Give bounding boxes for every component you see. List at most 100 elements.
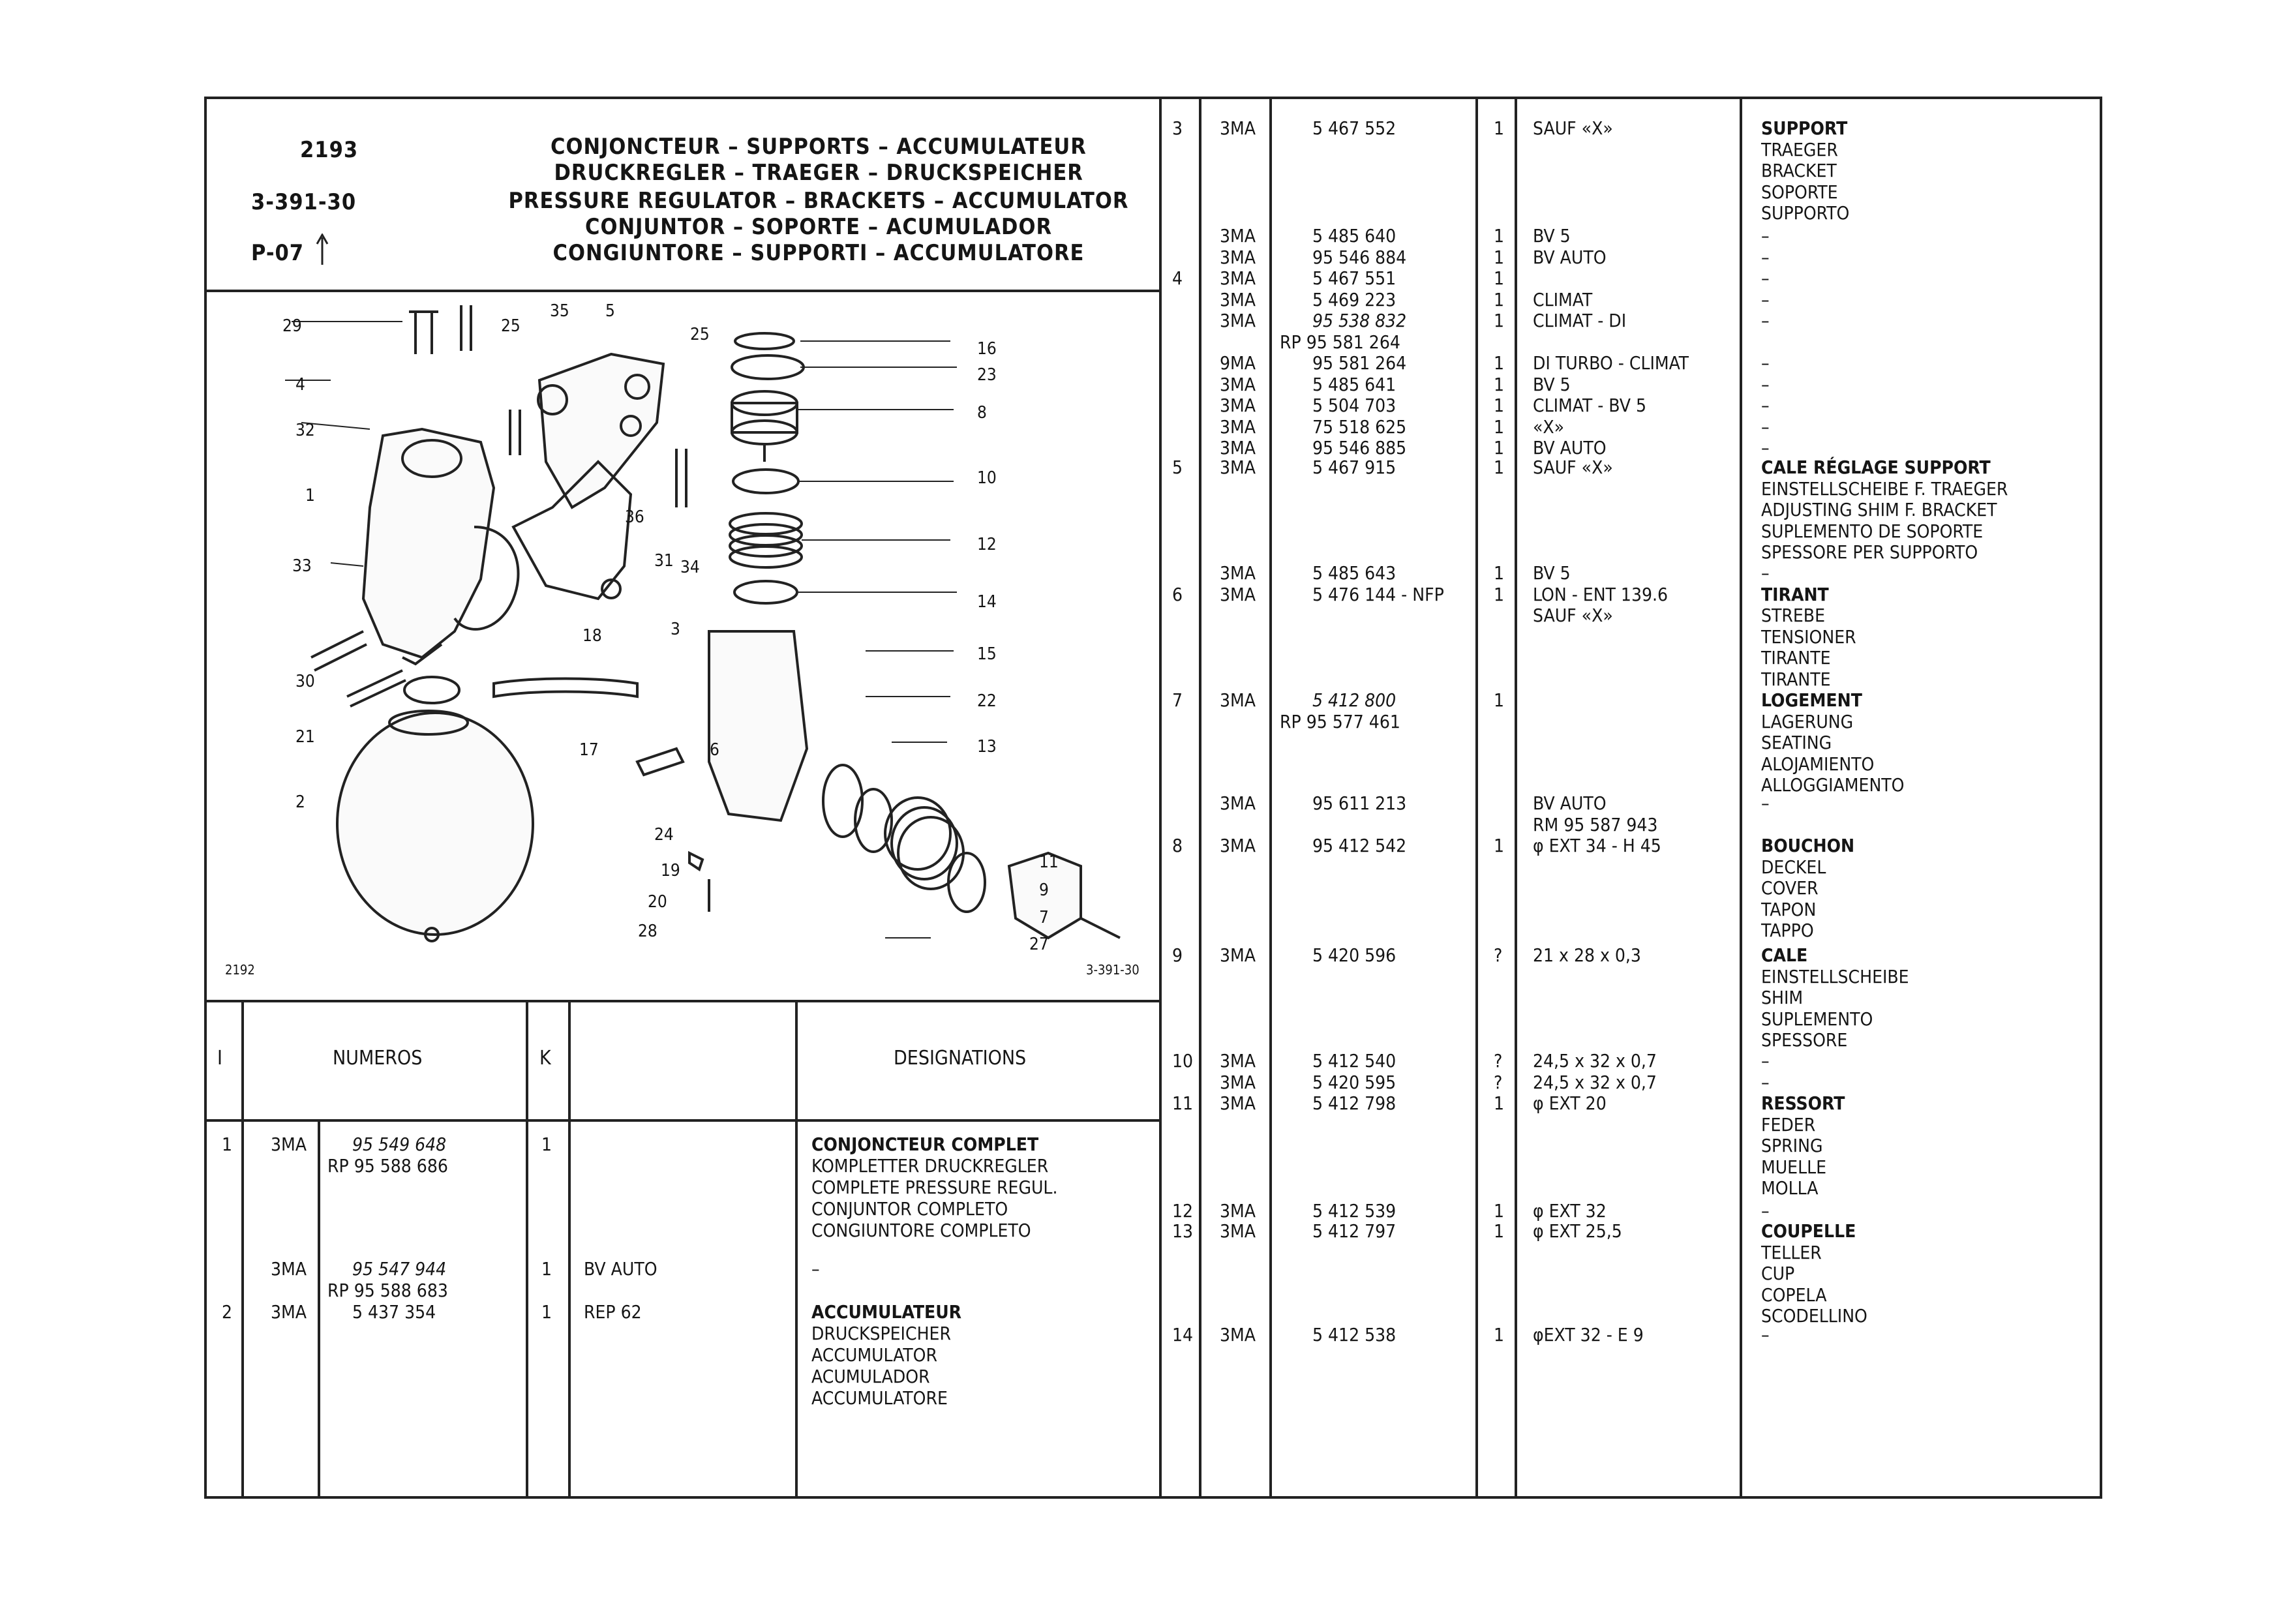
figure-reference: 3-391-30 bbox=[1086, 962, 1140, 978]
row-quantity: 1 bbox=[1494, 246, 1505, 268]
row-part-number: 5 469 223 bbox=[1312, 288, 1397, 310]
row-model: 3MA bbox=[1220, 373, 1256, 395]
row-note: CLIMAT - BV 5 bbox=[1533, 395, 1646, 416]
row-designation: CONJONCTEUR COMPLET bbox=[811, 1134, 1039, 1155]
row-designation: CONGIUNTORE COMPLETO bbox=[811, 1220, 1031, 1241]
row-designation: BRACKET bbox=[1761, 160, 1837, 181]
row-note: BV 5 bbox=[1533, 225, 1571, 247]
row-designation: COUPELLE bbox=[1761, 1220, 1856, 1242]
row-part-number: 95 581 264 bbox=[1312, 352, 1407, 374]
row-part-number: 95 546 884 bbox=[1312, 246, 1407, 268]
row-index: 11 bbox=[1172, 1092, 1194, 1114]
row-note: φ EXT 25,5 bbox=[1533, 1220, 1622, 1242]
row-designation: SPESSORE bbox=[1761, 1029, 1848, 1051]
row-model: 3MA bbox=[1220, 225, 1256, 247]
left-col-line bbox=[568, 1000, 571, 1499]
row-model: 3MA bbox=[1220, 1200, 1256, 1222]
row-designation: TENSIONER bbox=[1761, 625, 1856, 648]
row-part-number: RP 95 581 264 bbox=[1280, 331, 1400, 353]
row-designation: SEATING bbox=[1761, 732, 1832, 753]
callout-label: 9 bbox=[1039, 880, 1049, 900]
row-model: 3MA bbox=[1220, 1092, 1256, 1114]
callout-label: 1 bbox=[305, 486, 315, 505]
row-part-number: 95 611 213 bbox=[1312, 792, 1407, 814]
row-designation: ACCUMULATEUR bbox=[811, 1301, 962, 1323]
callout-label: 3 bbox=[671, 620, 680, 639]
row-model: 3MA bbox=[1220, 1220, 1256, 1242]
row-quantity: 1 bbox=[1494, 267, 1505, 289]
row-note: BV 5 bbox=[1533, 373, 1571, 395]
row-index: 14 bbox=[1172, 1324, 1194, 1345]
row-designation: – bbox=[1761, 437, 1770, 458]
row-note: 24,5 x 32 x 0,7 bbox=[1533, 1071, 1657, 1093]
row-quantity: 1 bbox=[1494, 437, 1505, 458]
row-note: LON - ENT 139.6 bbox=[1533, 583, 1669, 605]
row-part-number: 5 412 800 bbox=[1312, 689, 1397, 711]
row-part-number: 5 467 915 bbox=[1312, 457, 1397, 478]
left-col-line bbox=[795, 1000, 798, 1499]
row-quantity: 1 bbox=[1494, 352, 1505, 374]
row-part-number: 5 467 552 bbox=[1312, 117, 1397, 139]
row-part-number: 5 412 539 bbox=[1312, 1200, 1397, 1222]
callout-label: 10 bbox=[977, 468, 997, 488]
row-designation: – bbox=[811, 1258, 820, 1280]
row-note: SAUF «X» bbox=[1533, 457, 1613, 478]
row-index: 7 bbox=[1172, 689, 1183, 711]
row-designation: – bbox=[1761, 246, 1770, 268]
row-index: 2 bbox=[222, 1301, 233, 1323]
row-index: 12 bbox=[1172, 1200, 1194, 1222]
row-designation: ACCUMULATOR bbox=[811, 1344, 937, 1366]
page-frame bbox=[204, 97, 2102, 1499]
row-quantity: 1 bbox=[1494, 310, 1505, 331]
row-designation: STREBE bbox=[1761, 605, 1825, 626]
row-model: 3MA bbox=[1220, 583, 1256, 605]
row-designation: SUPLEMENTO bbox=[1761, 1008, 1873, 1030]
row-quantity: 1 bbox=[1494, 1092, 1505, 1114]
row-index: 8 bbox=[1172, 835, 1183, 856]
row-note: φ EXT 34 - H 45 bbox=[1533, 835, 1661, 856]
title-line: DRUCKREGLER – TRAEGER – DRUCKSPEICHER bbox=[554, 160, 1083, 186]
row-index: 3 bbox=[1172, 117, 1183, 139]
catalog-code: 2193 bbox=[300, 137, 359, 163]
row-designation: SPESSORE PER SUPPORTO bbox=[1761, 541, 1978, 563]
row-designation: ACCUMULATORE bbox=[811, 1387, 948, 1409]
table-header-divider bbox=[204, 1119, 1160, 1122]
row-index: 1 bbox=[222, 1134, 233, 1155]
row-part-number: RP 95 588 686 bbox=[327, 1155, 448, 1177]
row-designation: CONJUNTOR COMPLETO bbox=[811, 1198, 1008, 1220]
row-designation: SPRING bbox=[1761, 1135, 1823, 1156]
row-designation: LOGEMENT bbox=[1761, 689, 1862, 711]
row-model: 3MA bbox=[1220, 457, 1256, 478]
callout-label: 16 bbox=[977, 339, 997, 359]
row-designation: ACUMULADOR bbox=[811, 1366, 930, 1388]
callout-label: 11 bbox=[1039, 852, 1059, 872]
callout-label: 21 bbox=[295, 727, 315, 747]
row-part-number: 5 420 595 bbox=[1312, 1071, 1397, 1093]
right-col-line bbox=[1199, 97, 1201, 1499]
row-model: 3MA bbox=[1220, 288, 1256, 310]
row-model: 3MA bbox=[1220, 835, 1256, 856]
row-designation: – bbox=[1761, 1050, 1770, 1072]
figure-number: 2192 bbox=[225, 962, 255, 978]
row-designation: SUPPORT bbox=[1761, 117, 1848, 139]
row-part-number: 5 485 640 bbox=[1312, 225, 1397, 247]
right-col-line bbox=[1740, 97, 1742, 1499]
row-designation: – bbox=[1761, 415, 1770, 438]
callout-label: 22 bbox=[977, 691, 997, 711]
diagram-divider bbox=[204, 1000, 1160, 1002]
row-part-number: 5 412 797 bbox=[1312, 1220, 1397, 1242]
row-note: BV 5 bbox=[1533, 562, 1571, 584]
row-part-number: 5 412 540 bbox=[1312, 1050, 1397, 1072]
row-model: 9MA bbox=[1220, 352, 1256, 374]
callout-label: 32 bbox=[295, 421, 315, 440]
row-model: 3MA bbox=[1220, 310, 1256, 331]
row-quantity: 1 bbox=[1494, 395, 1505, 416]
callout-label: 5 bbox=[605, 301, 615, 321]
row-part-number: 75 518 625 bbox=[1312, 415, 1407, 438]
col-header-numeros: NUMEROS bbox=[333, 1047, 423, 1070]
row-quantity: 1 bbox=[1494, 415, 1505, 438]
callout-label: 8 bbox=[977, 403, 987, 423]
row-designation: COVER bbox=[1761, 877, 1819, 899]
row-note: SAUF «X» bbox=[1533, 117, 1613, 139]
callout-label: 17 bbox=[579, 740, 599, 760]
